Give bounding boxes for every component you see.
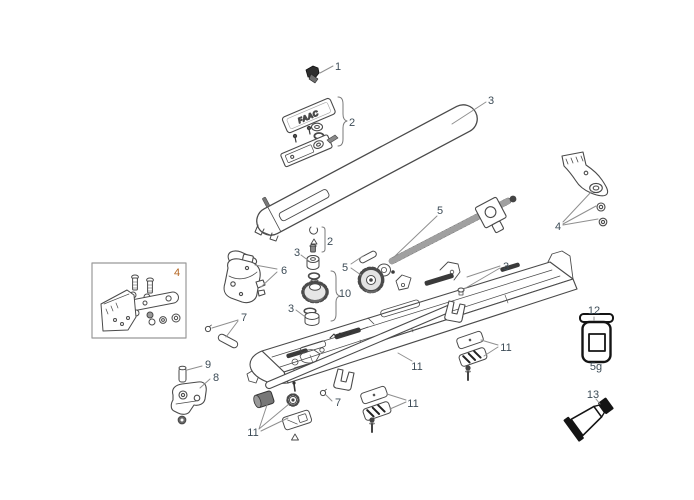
callout-label-6: 6 — [281, 265, 287, 277]
grease-weight-label: 5g — [590, 361, 602, 373]
part-9-pin — [178, 365, 187, 383]
part-4-bracket-right — [561, 151, 609, 227]
callout-label-8: 8 — [213, 372, 219, 384]
part-4-bracket-kit-box — [91, 262, 187, 339]
callout-label-11-bottom: 11 — [407, 398, 418, 410]
part-2-release-pin-group — [309, 226, 326, 253]
callout-label-1: 1 — [335, 61, 341, 73]
callout-labels: 1 2 2 3 3 3 3 4 4 5 5 6 7 7 8 9 10 11 11… — [174, 61, 602, 439]
rail-bushing — [457, 287, 465, 293]
callout-label-13: 13 — [587, 389, 599, 401]
part-12-grease-jar — [579, 313, 614, 364]
callout-label-3-rail: 3 — [503, 261, 509, 273]
pad-screw-bottom — [369, 417, 375, 433]
drive-pin — [359, 250, 377, 264]
callout-label-2-top: 2 — [349, 117, 355, 129]
pad-screw-right — [465, 365, 471, 381]
callout-label-11-left: 11 — [247, 427, 258, 439]
rail-spring — [329, 330, 353, 339]
callout-label-11-rod: 11 — [411, 361, 422, 373]
callout-label-10: 10 — [339, 288, 351, 300]
drive-nut-block — [474, 196, 507, 234]
group-brace-2-small — [321, 226, 326, 253]
screw-pinion — [357, 263, 391, 294]
cover-screws — [292, 125, 312, 143]
callout-label-5-pinion: 5 — [342, 262, 348, 274]
callout-lines — [186, 65, 601, 432]
callout-label-9: 9 — [205, 359, 211, 371]
group-brace-10 — [330, 270, 341, 322]
part-2-lock-cover-group: FAAC — [280, 96, 348, 168]
rail-slot-strips — [286, 262, 520, 359]
part-6-release-lever — [223, 250, 266, 304]
part-11-guide-rod — [265, 300, 466, 391]
lock-plate — [280, 134, 333, 168]
callout-label-3-upper-cap: 3 — [294, 247, 300, 259]
part-7-pin-and-clip-left — [204, 324, 239, 349]
callout-label-7-right: 7 — [335, 397, 341, 409]
callout-label-12: 12 — [588, 305, 600, 317]
part-11-end-cap-group — [253, 381, 313, 441]
lock-cam-lever — [326, 134, 339, 144]
part-5-lead-screw — [357, 195, 517, 294]
part-7-ring-right — [319, 388, 327, 397]
part-3-outer-tube — [254, 104, 478, 242]
kit-gusset-bracket — [100, 289, 137, 332]
callout-label-2-small: 2 — [327, 236, 333, 248]
part-8-fork-joint — [170, 381, 207, 425]
callout-label-3-tube: 3 — [488, 95, 494, 107]
callout-label-4-box: 4 — [174, 267, 180, 279]
callout-label-4-right: 4 — [555, 221, 561, 233]
callout-label-3-lower-cap: 3 — [288, 303, 294, 315]
part-11-pad-plates — [360, 330, 488, 433]
kit-box-frame — [91, 262, 187, 339]
part-13-threadlocker-tube — [563, 397, 614, 442]
callout-label-11-right: 11 — [500, 342, 511, 354]
cover-plate: FAAC — [281, 97, 336, 134]
part-10-gear-group — [301, 255, 341, 326]
group-brace-2 — [337, 96, 348, 147]
callout-label-7-left: 7 — [241, 312, 247, 324]
part-1-release-key — [305, 65, 320, 84]
callout-label-5-screw: 5 — [437, 205, 443, 217]
